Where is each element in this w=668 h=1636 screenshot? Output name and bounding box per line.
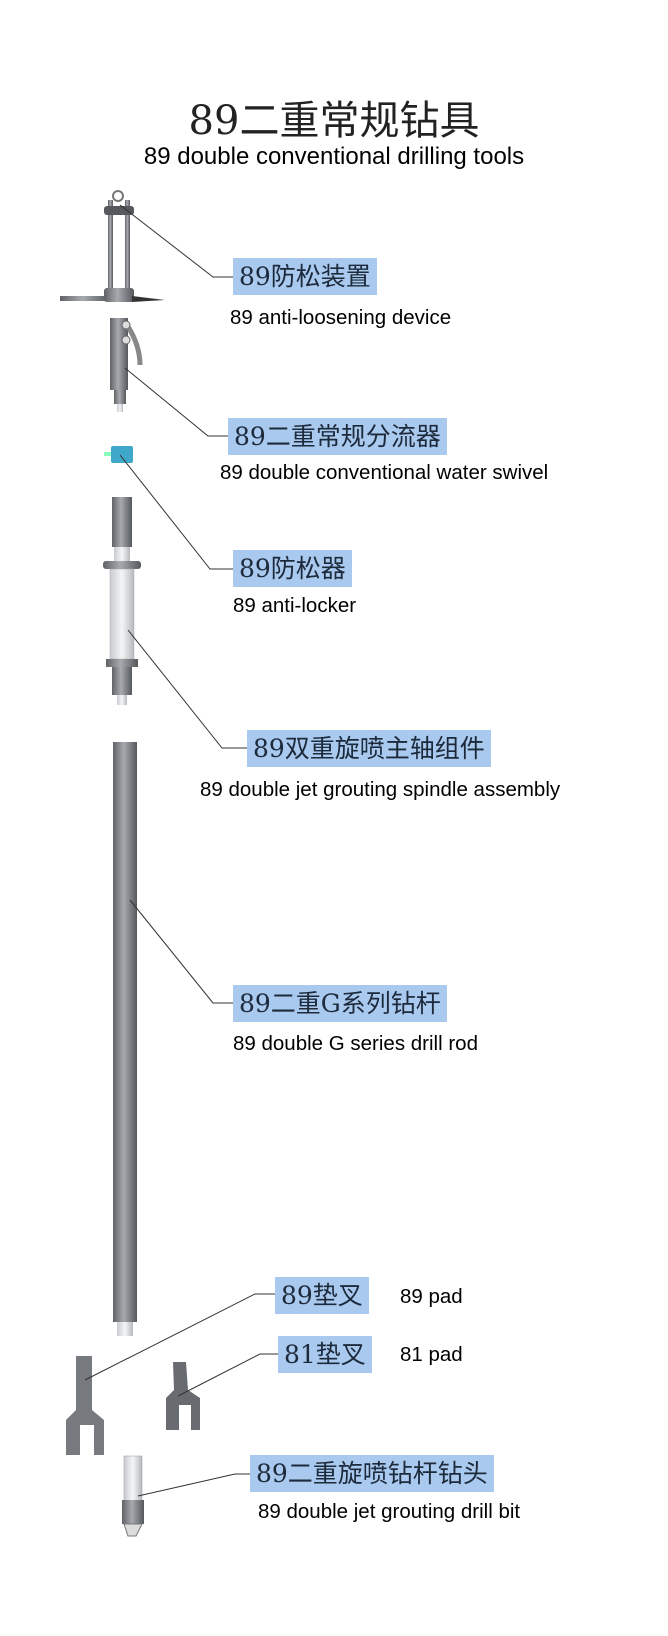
drill-bit-image <box>122 1455 144 1537</box>
label-anti-locker-cn: 89防松器 <box>233 550 352 587</box>
label-81-pad-cn: 81垫叉 <box>278 1336 372 1373</box>
label-anti-loosening-device-en: 89 anti-loosening device <box>230 306 452 329</box>
89-pad-fork-image <box>66 1356 104 1455</box>
label-89-pad-en: 89 pad <box>400 1285 463 1308</box>
page-title: 89二重常规钻具 <box>188 98 480 144</box>
label-89-pad-cn: 89垫叉 <box>275 1277 369 1314</box>
label-drill-bit-cn: 89二重旋喷钻杆钻头 <box>250 1455 494 1492</box>
water-swivel-image <box>110 318 143 412</box>
anti-loosening-device-image <box>60 190 165 302</box>
leader-lines <box>84 204 278 1497</box>
label-81-pad-en: 81 pad <box>400 1343 463 1366</box>
label-water-swivel-en: 89 double conventional water swivel <box>220 461 549 484</box>
anti-locker-image <box>104 446 133 463</box>
label-drill-rod-en: 89 double G series drill rod <box>233 1032 478 1055</box>
label-drill-rod-cn: 89二重G系列钻杆 <box>233 985 447 1022</box>
label-drill-bit-en: 89 double jet grouting drill bit <box>258 1500 521 1523</box>
label-spindle-assembly-cn: 89双重旋喷主轴组件 <box>247 730 491 767</box>
label-spindle-assembly-en: 89 double jet grouting spindle assembly <box>200 778 561 801</box>
label-water-swivel-cn: 89二重常规分流器 <box>228 418 447 455</box>
label-anti-loosening-device-cn: 89防松装置 <box>233 258 377 295</box>
page-subtitle: 89 double conventional drilling tools <box>143 143 525 170</box>
drill-rod-image <box>113 742 137 1336</box>
label-anti-locker-en: 89 anti-locker <box>233 594 357 617</box>
spindle-assembly-image <box>103 497 141 705</box>
81-pad-fork-image <box>166 1362 200 1430</box>
